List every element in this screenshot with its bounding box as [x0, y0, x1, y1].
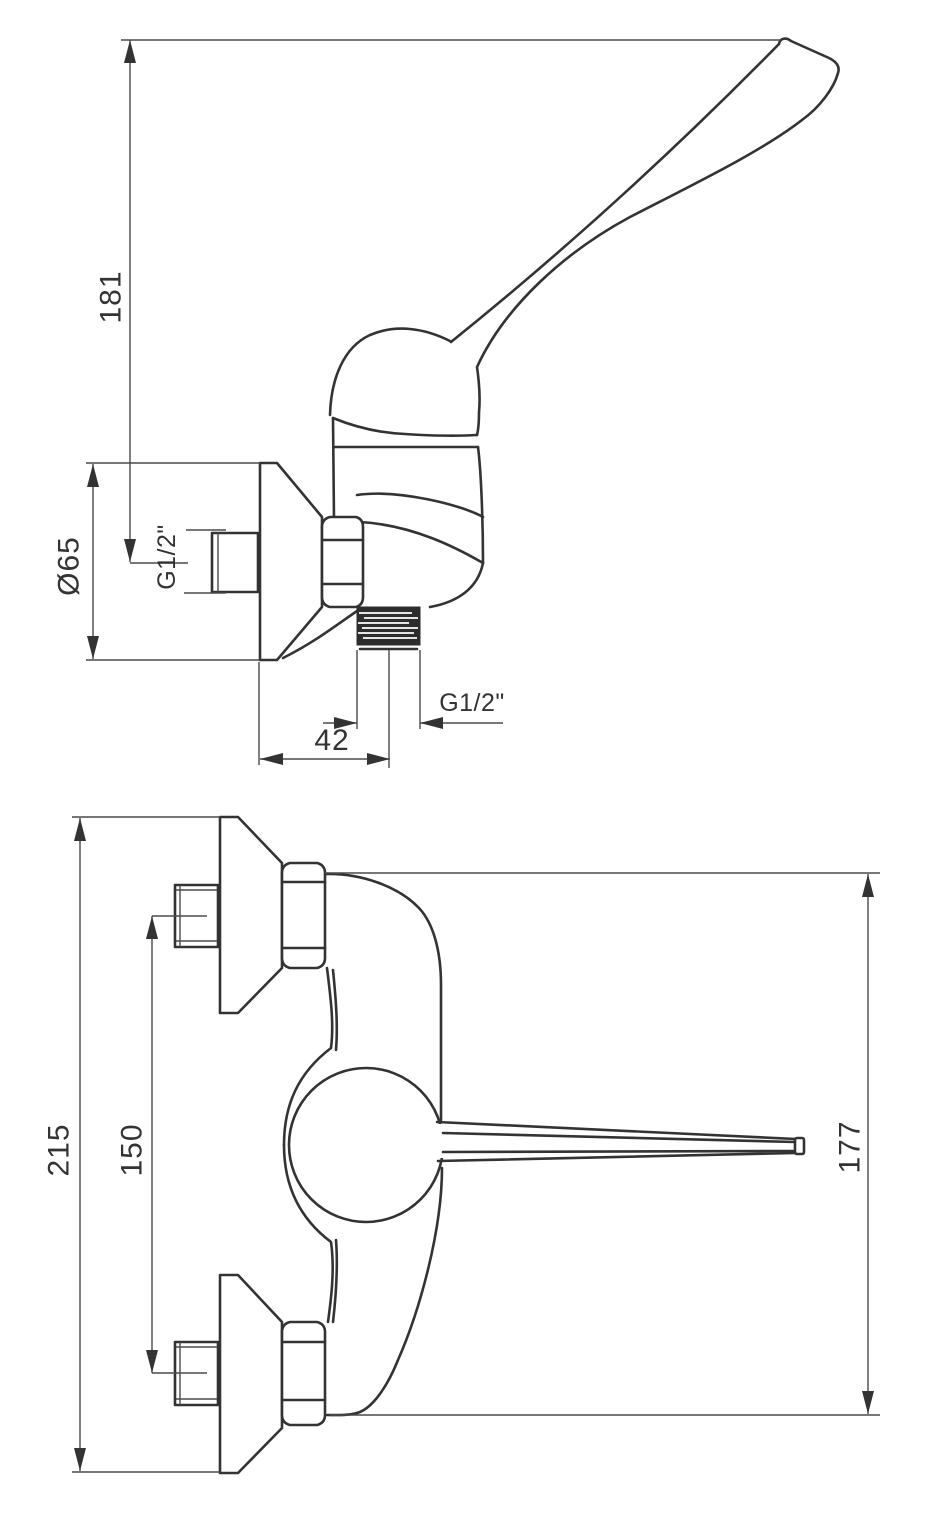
arrowhead-left: [260, 753, 283, 765]
dim-label-g12-outlet: G1/2": [439, 689, 505, 717]
arrowhead-up: [146, 916, 158, 939]
arrowhead-right: [334, 717, 357, 729]
arrowhead-up: [74, 818, 86, 841]
lever-inner-top: [441, 1131, 797, 1144]
body-bulge-bottom-right: [428, 561, 485, 609]
lever-handle: [449, 37, 840, 437]
dim-label-42: 42: [314, 724, 349, 757]
dimension-outlet-thread: G1/2": [323, 650, 505, 768]
lever-tip-cap: [793, 1136, 806, 1156]
neck-inner-line-lower: [331, 1238, 339, 1324]
outlet-thread-hatch: [358, 612, 418, 639]
arrowhead-down: [862, 1391, 874, 1414]
lever-inner-bottom: [441, 1149, 797, 1154]
bottom-hex-nut: [280, 1320, 327, 1427]
arrowhead-up: [124, 40, 136, 63]
arrowhead-left: [420, 717, 443, 729]
hex-nut: [320, 515, 365, 609]
arrowhead-down: [87, 636, 99, 659]
body-underside-left: [281, 609, 359, 660]
dimension-177: 177: [325, 872, 880, 1416]
body-right-edge: [476, 445, 485, 565]
dimension-215: 215: [43, 816, 220, 1473]
lever-outer-bottom: [436, 1151, 798, 1163]
arrowhead-right: [367, 753, 390, 765]
dome-circle: [287, 1066, 445, 1224]
wall-flange: [258, 461, 324, 662]
lever-front: [435, 1120, 806, 1163]
arrowhead-up: [862, 874, 874, 897]
body-left-edge: [331, 416, 336, 522]
bottom-escutcheon: [218, 1273, 284, 1475]
side-view: 181 Ø65 G1/2" G1/2": [53, 37, 840, 768]
dim-label-181: 181: [95, 270, 128, 323]
arrowhead-up: [87, 464, 99, 487]
dim-label-177: 177: [834, 1120, 867, 1173]
dim-label-g12-inlet: G1/2": [153, 524, 181, 590]
arrowhead-down: [124, 539, 136, 562]
cap-skirt-edge: [331, 416, 479, 437]
body-bulge-arc-lower: [358, 520, 485, 565]
arrowhead-down: [146, 1350, 158, 1373]
dimension-42: 42: [258, 662, 390, 765]
arrowhead-down: [74, 1448, 86, 1471]
dim-label-150: 150: [116, 1123, 149, 1176]
dimension-181: 181: [95, 39, 781, 564]
dimension-150: 150: [116, 915, 207, 1374]
top-hex-nut: [280, 861, 327, 970]
body-bulge-arc-upper: [355, 492, 485, 519]
front-view: 215 150 177: [43, 815, 880, 1475]
body-left-edge-lower: [282, 1143, 334, 1324]
lever-outer-top: [435, 1120, 798, 1141]
dim-label-o65: Ø65: [53, 536, 86, 596]
body-left-edge-upper: [282, 966, 334, 1147]
dim-label-215: 215: [43, 1123, 76, 1176]
top-escutcheon: [218, 815, 284, 1015]
body-top-right-edge: [323, 872, 443, 1122]
inlet-thread-stub: [210, 531, 260, 594]
dome-cap: [328, 327, 452, 417]
neck-inner-line-upper: [331, 968, 339, 1052]
dimension-flange-diameter: Ø65: [53, 462, 260, 661]
